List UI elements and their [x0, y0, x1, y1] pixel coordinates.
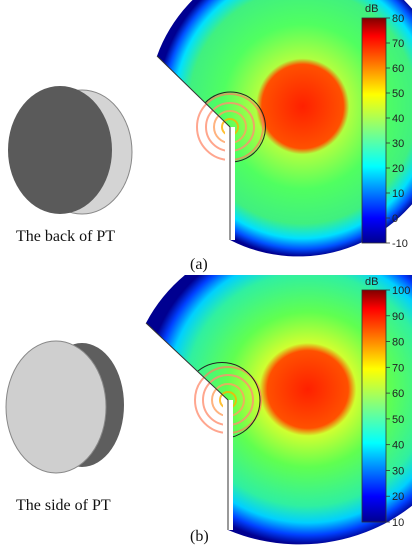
colorbar-a-tick-label: 40	[392, 113, 404, 125]
field-map-a	[156, 0, 412, 257]
panel-a-graphics: 80 70 60 50 40 30 20 10 0 -10	[8, 0, 412, 257]
colorbar-b-tick-label: 30	[392, 465, 404, 477]
colorbar-a-tick-label: 0	[392, 213, 398, 225]
object-caption-a: The back of PT	[16, 228, 116, 245]
pt-object-side	[5, 340, 124, 474]
colorbar-a-tick-label: 50	[392, 88, 404, 100]
colorbar-a-tick-label: 30	[392, 138, 404, 150]
colorbar-b-tick-label: 70	[392, 362, 404, 374]
object-caption-b: The side of PT	[16, 497, 111, 514]
panel-label-a: (a)	[190, 256, 208, 273]
colorbar-b-tick-label: 60	[392, 388, 404, 400]
colorbar-a-tick-label: 20	[392, 163, 404, 175]
colorbar-a: 80 70 60 50 40 30 20 10 0 -10	[361, 13, 408, 250]
colorbar-b-tick-label: 90	[392, 311, 404, 323]
pt-object-back	[8, 86, 133, 215]
colorbar-b-tick-label: 20	[392, 491, 404, 503]
colorbar-b-tick-label: 80	[392, 337, 404, 349]
panel-a: 80 70 60 50 40 30 20 10 0 -10 dB The back of PT (…	[8, 0, 412, 273]
colorbar-b-tick-label: 100	[392, 285, 410, 297]
colorbar-a-unit: dB	[365, 3, 379, 15]
colorbar-a-tick-label: 10	[392, 188, 404, 200]
colorbar-b: 100 90 80 70 60 50 40 30 20 10	[361, 285, 410, 529]
colorbar-a-tick-label: 80	[392, 13, 404, 25]
colorbar-a-tick-label: 70	[392, 38, 404, 50]
field-map-b	[145, 275, 412, 545]
colorbar-b-tick-label: 50	[392, 414, 404, 426]
colorbar-a-tick-label: 60	[392, 63, 404, 75]
colorbar-b-tick-label: 10	[392, 517, 404, 529]
panel-label-b: (b)	[190, 528, 209, 545]
colorbar-a-tick-label: -10	[392, 238, 408, 250]
colorbar-b-tick-label: 40	[392, 440, 404, 452]
colorbar-b-unit: dB	[365, 276, 379, 288]
panel-b-graphics: 100 90 80 70 60 50 40 30 20 10	[5, 275, 412, 545]
